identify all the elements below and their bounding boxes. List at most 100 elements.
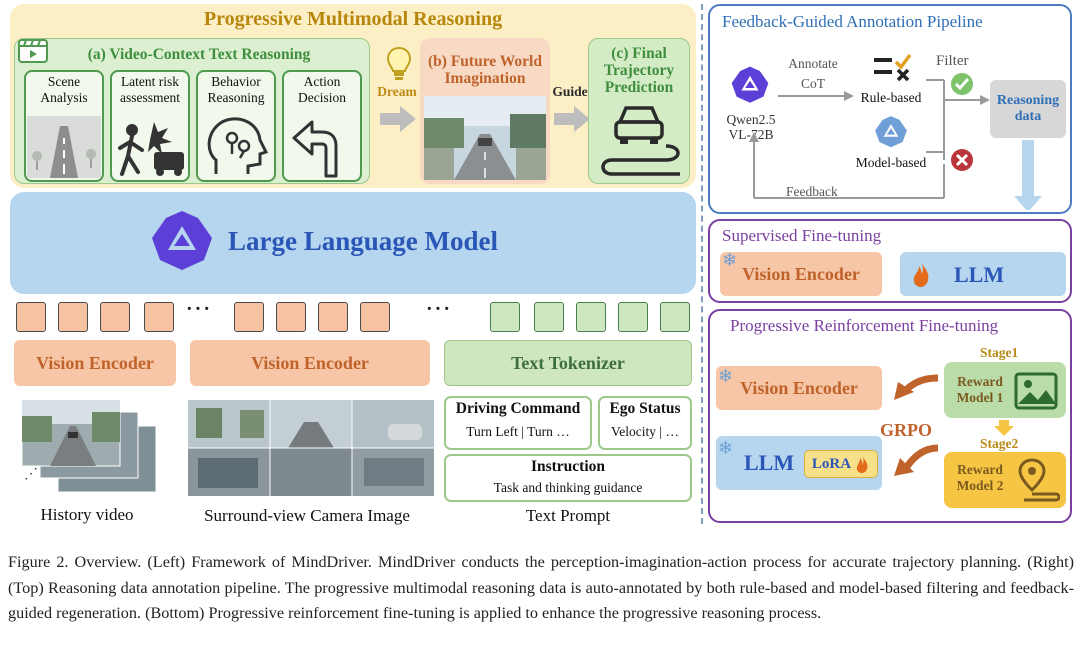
surround-view-label: Surround-view Camera Image [204,506,410,525]
reward-model-1-label: Reward Model 1 [956,374,1004,405]
sft-llm-label: LLM [954,262,1005,287]
llm-panel [10,192,696,294]
sft-vision-encoder: Vision Encoder [720,252,882,296]
step-behavior-reasoning-label: Behavior Reasoning [207,74,265,105]
text-token [618,302,648,332]
risk-collision-icon [118,122,184,176]
prft-llm-label: LLM [744,450,795,475]
step-scene-analysis-label: Scene Analysis [40,74,88,105]
video-context-title: (a) Video-Context Text Reasoning [87,46,311,63]
reject-x-icon [951,149,973,171]
grpo-label: GRPO [880,420,932,440]
history-video-frames: ⋰ [21,399,157,493]
ego-status-title: Ego Status [609,400,681,417]
prft-title: Progressive Reinforcement Fine-tuning [730,316,999,335]
ellipsis: ··· [186,298,213,320]
qwen-model-icon [731,66,769,103]
reward-model-2-label: Reward Model 2 [956,462,1004,493]
flame-icon [856,455,868,473]
history-video-label: History video [40,505,134,524]
qwen-model-name-line1: Qwen2.5 [726,112,776,127]
frozen-snowflake-icon: ❄ [718,438,734,458]
flame-icon [913,262,929,287]
frozen-snowflake-icon: ❄ [722,250,738,270]
stage-arrow-down [994,420,1014,436]
history-vision-encoder: Vision Encoder [14,340,176,386]
instruction-title: Instruction [530,458,606,475]
vision-token [360,302,390,332]
driving-command-box [444,396,592,450]
film-clip-icon [18,39,48,63]
text-token [490,302,520,332]
brain-head-icon [207,117,269,174]
llm-label: Large Language Model [228,226,498,256]
step-behavior-reasoning [196,70,276,182]
surround-camera-image [188,400,434,496]
pass-check-icon [951,73,973,95]
pipeline-arrows [749,79,1042,210]
text-tokenizer: Text Tokenizer [444,340,692,386]
feedback-label: Feedback [786,184,838,199]
lora-label: LoRA [811,455,852,472]
ego-status-value: Velocity | … [611,424,679,439]
frozen-snowflake-icon: ❄ [718,366,734,386]
divider [701,4,703,524]
qwen-logo-icon [152,211,212,270]
filter-label: Filter [936,53,969,69]
surround-vision-encoder: Vision Encoder [190,340,430,386]
sft-title: Supervised Fine-tuning [722,226,882,245]
prft-panel [708,309,1072,523]
vision-token [16,302,46,332]
progressive-reasoning-title: Progressive Multimodal Reasoning [203,8,503,30]
step-action-decision [282,70,362,182]
future-scene-image [424,96,546,180]
driving-command-title: Driving Command [455,400,581,417]
step-action-decision-label: Action Decision [298,74,346,105]
rule-check-icon [874,53,912,82]
vision-token [234,302,264,332]
vision-token [58,302,88,332]
model-based-icon [875,116,907,148]
dream-label: Dream [377,84,417,99]
car-trajectory-icon [601,106,680,176]
vision-token [276,302,306,332]
prft-vision-encoder: Vision Encoder [716,366,882,410]
ego-status-box [598,396,692,450]
stage2-label: Stage2 [980,436,1019,451]
cot-label: CoT [800,76,825,91]
u-turn-arrow-icon [292,120,338,178]
model-based-label: Model-based [855,155,927,170]
rule-based-label: Rule-based [860,90,922,105]
text-token [576,302,606,332]
driving-command-value: Turn Left | Turn … [466,424,570,439]
lora-badge: LoRA [804,450,878,478]
ellipsis: ··· [426,298,453,320]
feedback-pipeline-title: Feedback-Guided Annotation Pipeline [722,12,983,31]
vision-token [144,302,174,332]
road-scene-icon [27,116,101,178]
guide-label: Guide [552,84,588,99]
grpo-arrows [894,374,939,476]
lightbulb-icon [386,46,412,80]
future-imagination-title: (b) Future World Imagination [428,53,542,87]
annotate-cot-label: Annotate CoT [780,54,846,94]
feedback-pipeline-panel [708,4,1072,214]
final-trajectory-title: (c) Final Trajectory Prediction [603,44,675,96]
instruction-value: Task and thinking guidance [493,480,643,495]
vision-token [100,302,130,332]
text-token [660,302,690,332]
stage1-label: Stage1 [980,345,1019,360]
image-icon [1014,372,1058,410]
dream-arrow [380,106,416,132]
text-token [534,302,564,332]
guide-arrow [554,106,590,132]
instruction-box [444,454,692,502]
svg-text:⋰: ⋰ [24,467,38,482]
location-route-icon [1018,458,1060,502]
qwen-model-name: Qwen2.5 VL-72B [718,112,784,142]
text-prompt-label: Text Prompt [525,506,611,525]
reasoning-data-box: Reasoning data [990,80,1066,138]
figure-caption: Figure 2. Overview. (Left) Framework of … [8,553,1074,622]
annotate-label: Annotate [788,56,838,71]
vision-token [318,302,348,332]
